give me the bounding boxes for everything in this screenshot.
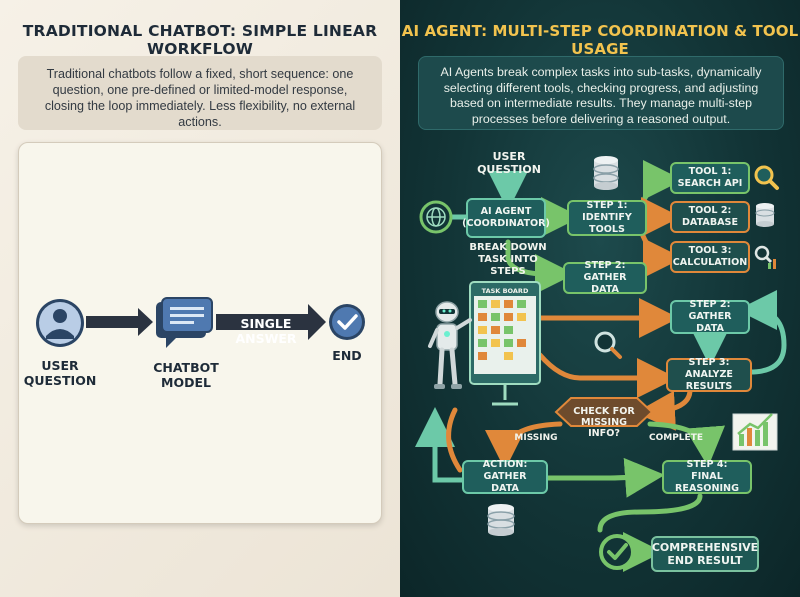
arrow-check-to-step4	[647, 421, 725, 467]
agent-user-question-label: USER QUESTION	[477, 150, 541, 176]
chatbot-icon	[156, 297, 213, 348]
left-panel-title: TRADITIONAL CHATBOT: SIMPLE LINEAR WORKF…	[22, 22, 378, 58]
arrow-board-to-step3	[537, 352, 677, 398]
missing-label: MISSING	[514, 433, 558, 443]
end-label: END	[332, 348, 362, 363]
tool2-node: TOOL 2: DATABASE	[670, 201, 750, 233]
right-panel-title: AI AGENT: MULTI-STEP COORDINATION & TOOL…	[401, 22, 799, 58]
arrow-agent-to-step2a	[505, 239, 575, 294]
arrow-loop-step3-back	[737, 290, 787, 375]
tool1-node: TOOL 1: SEARCH API	[670, 162, 750, 194]
task-board-icon	[469, 281, 541, 406]
growth-chart-icon	[732, 413, 778, 451]
tool3-node: TOOL 3: CALCULATION	[670, 241, 750, 273]
database-tool-icon	[755, 203, 775, 227]
check-decision-diamond	[554, 397, 654, 427]
chatbot-flow-diagram	[36, 297, 365, 348]
arrow-action-loop-back	[415, 407, 465, 483]
step2-gather-data-node-b: STEP 2: GATHER DATA	[670, 299, 750, 334]
arrow-step3-to-check	[635, 387, 693, 431]
arrow-check-to-action	[485, 421, 563, 470]
search-icon	[754, 165, 779, 190]
robot-icon	[428, 301, 472, 389]
calculation-chart-icon	[754, 245, 776, 269]
user-question-label: USER QUESTION	[23, 358, 97, 388]
database-bottom-icon	[487, 504, 515, 536]
arrow-user-to-chatbot	[86, 308, 153, 336]
arrow-board-left-loop	[446, 407, 463, 473]
globe-icon	[419, 200, 453, 234]
magnifier-icon	[594, 331, 622, 359]
user-icon	[36, 299, 84, 347]
comprehensive-end-result-node: COMPREHENSIVE END RESULT	[651, 536, 759, 572]
arrow-action-to-step4	[545, 457, 665, 498]
single-answer-label: SINGLE ANSWER	[235, 316, 297, 346]
arrow-chatbot-to-end	[216, 304, 326, 340]
left-panel-description: Traditional chatbots follow a fixed, sho…	[18, 56, 382, 130]
right-panel-description: AI Agents break complex tasks into sub-t…	[418, 56, 784, 130]
step1-node: STEP 1: IDENTIFY TOOLS	[567, 200, 647, 236]
step4-node: STEP 4: FINAL REASONING	[662, 459, 752, 494]
step3-node: STEP 3: ANALYZE RESULTS	[666, 357, 752, 392]
step2-gather-data-node-a: STEP 2: GATHER DATA	[563, 260, 647, 295]
action-gather-data-node: ACTION: GATHER DATA	[462, 459, 548, 494]
ai-agent-coordinator-node: AI AGENT (COORDINATOR)	[462, 198, 550, 238]
task-board-label: TASK BOARD	[481, 287, 529, 295]
final-check-icon	[599, 534, 635, 570]
database-icon	[593, 156, 619, 190]
chatbot-model-label: CHATBOT MODEL	[153, 360, 219, 390]
check-icon	[329, 304, 365, 340]
check-missing-info-label: CHECK FOR MISSING INFO?	[573, 406, 635, 439]
complete-label: COMPLETE	[649, 433, 703, 443]
break-down-label: BREAK DOWN TASK INTO STEPS	[469, 242, 547, 277]
arrow-step4-down	[597, 493, 703, 533]
